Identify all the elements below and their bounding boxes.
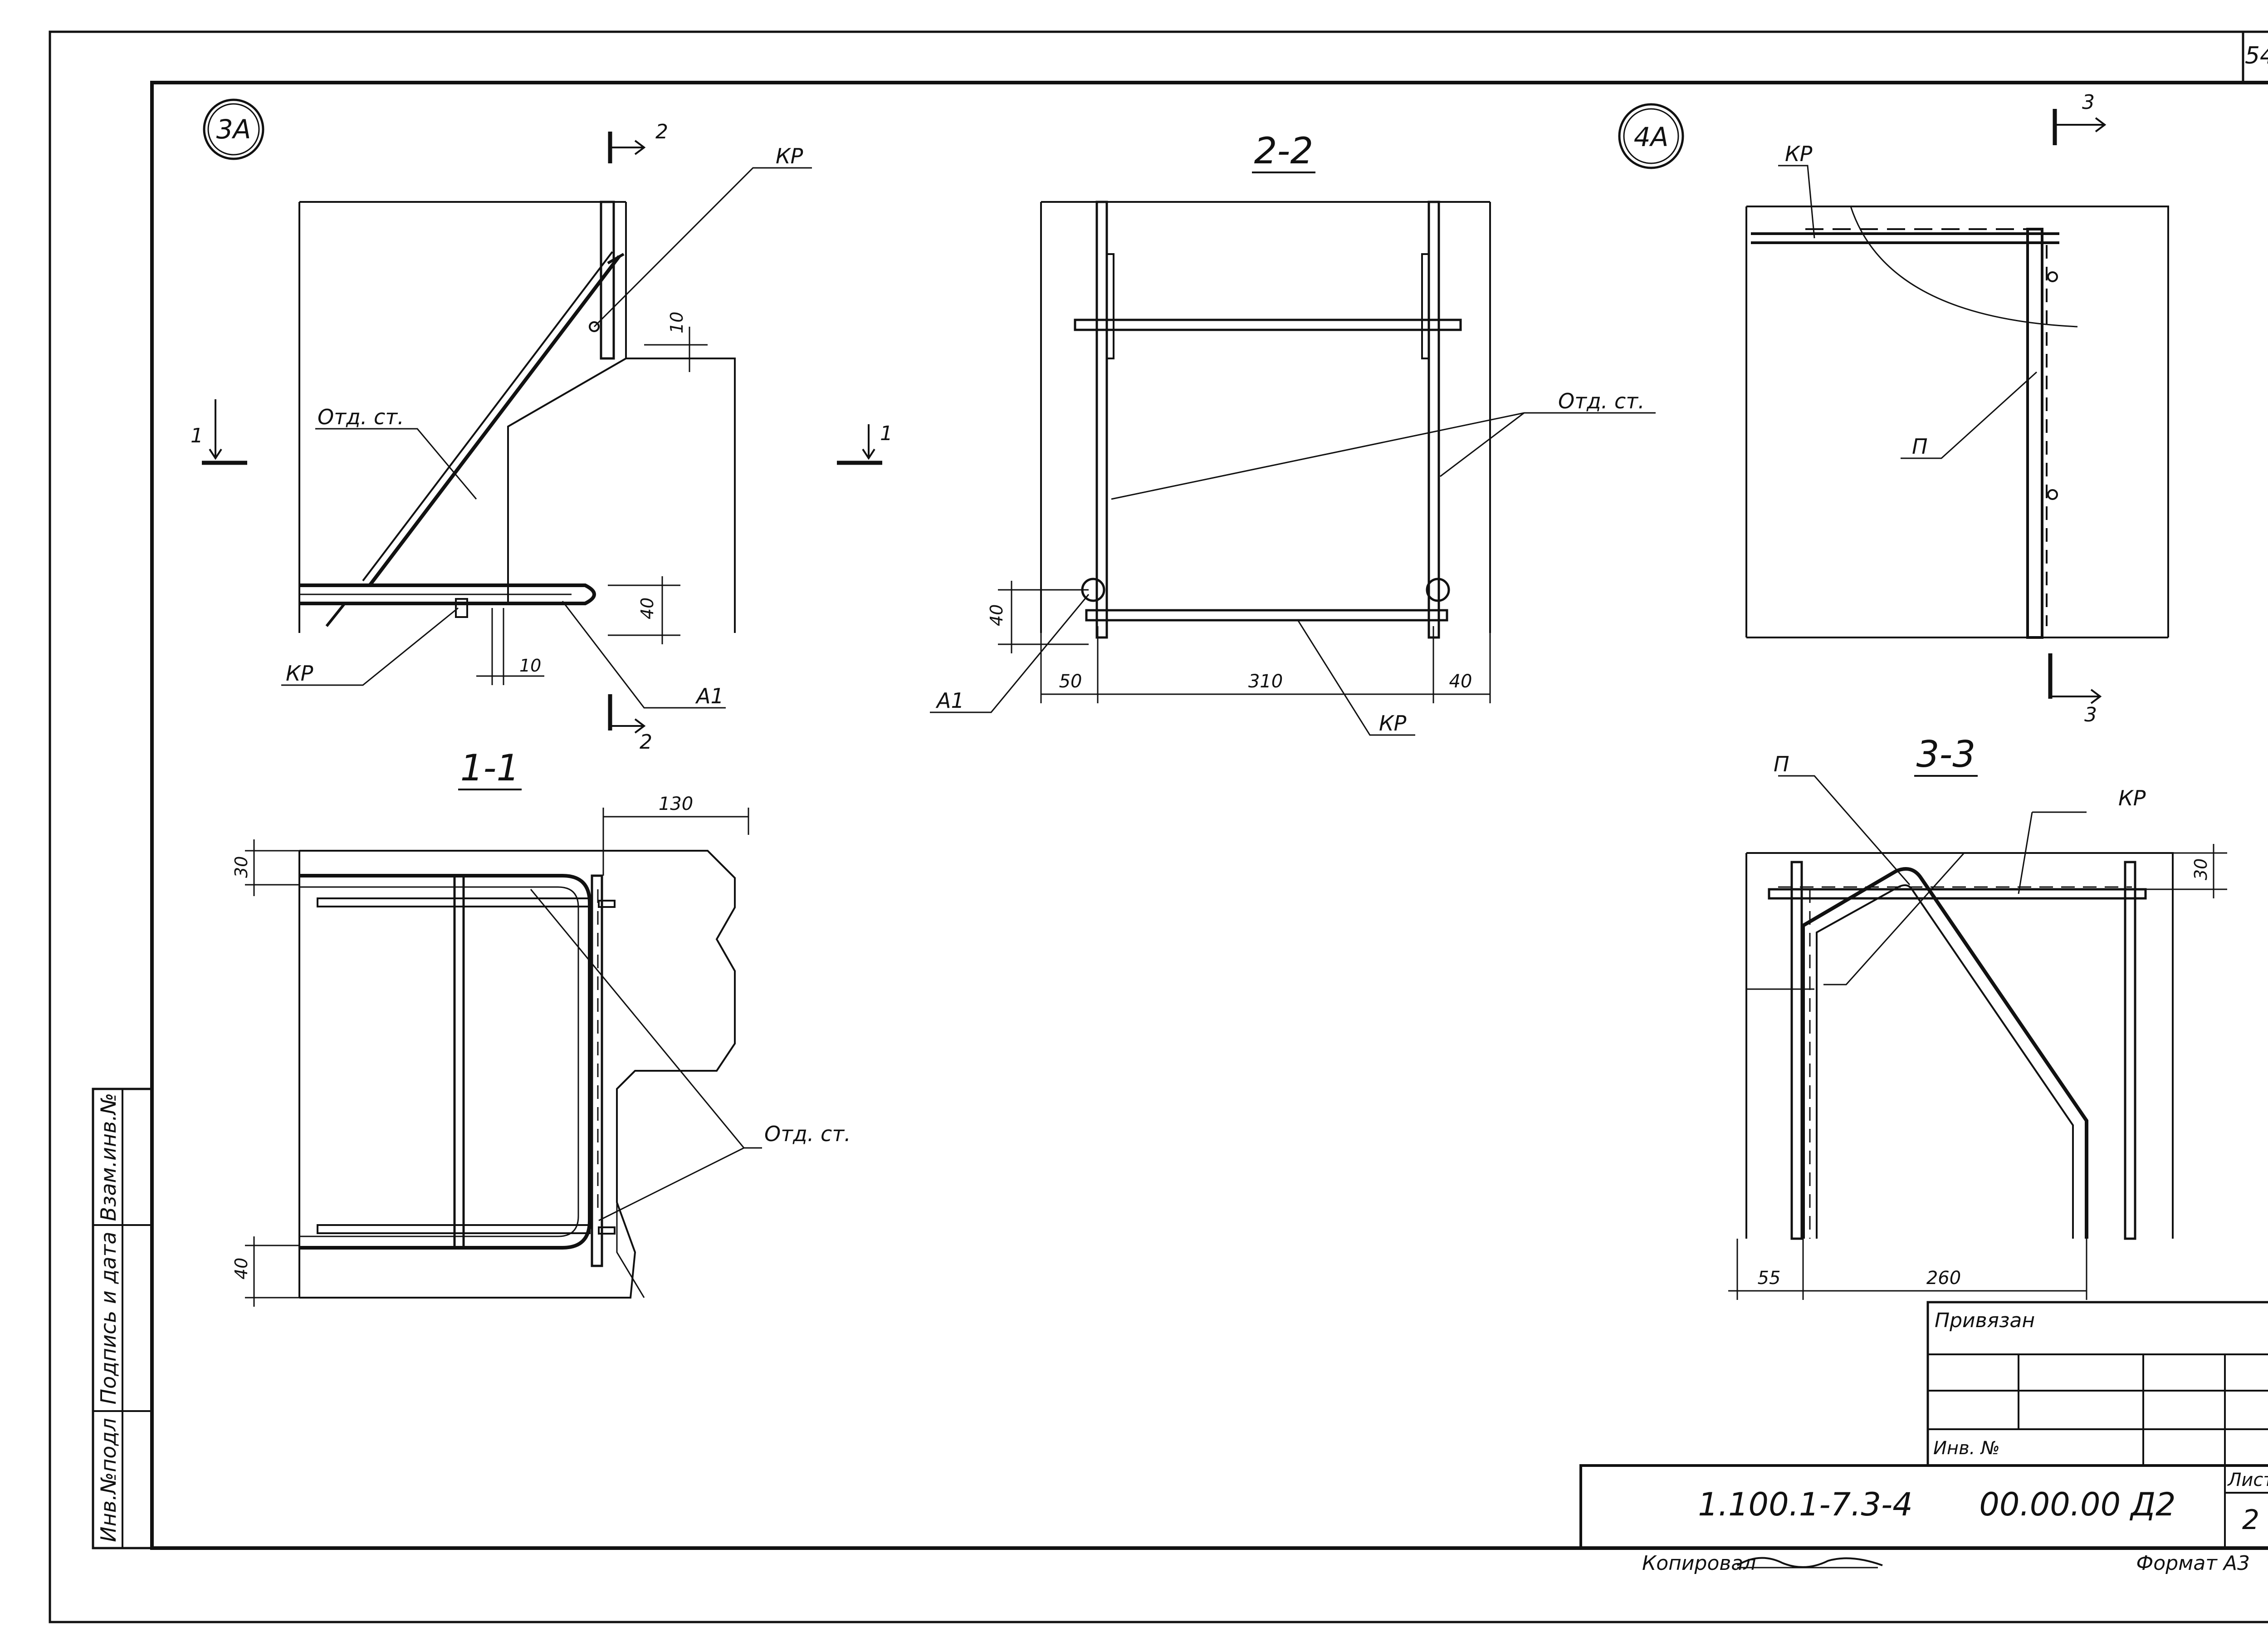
dim-22-40: 40 xyxy=(987,604,1007,626)
label-a1-22: А1 xyxy=(935,688,964,713)
dim-11-30: 30 xyxy=(231,856,251,878)
node-4a-marker xyxy=(1618,103,1684,169)
title-inv-no: Инв. № xyxy=(1933,1438,2000,1459)
inner-frame xyxy=(150,81,2268,1550)
title-drawing-code: 00.00.00 Д2 xyxy=(1979,1486,2175,1523)
dim-3a-10-bottom: 10 xyxy=(519,656,541,676)
label-kp-33: КР xyxy=(2118,786,2146,810)
dim-11-40: 40 xyxy=(231,1258,251,1279)
sheet-number-box xyxy=(2242,30,2268,84)
sheet-number: 54 xyxy=(2245,42,2268,69)
copyist-signature xyxy=(1736,1557,1883,1568)
stamp-vzam-inv: Взам.инв.№ xyxy=(96,1093,121,1221)
title-block: Привязан Инв. № 1.100.1-7.3-4 00.00.00 Д… xyxy=(1579,1301,2268,1575)
title-list-no: 2 xyxy=(2242,1504,2259,1536)
section-3-3-title: 3-3 xyxy=(1916,733,1976,775)
label-a1-3a: А1 xyxy=(695,684,724,708)
dim-3a-10-top: 10 xyxy=(667,312,687,333)
node-3a-label: 3А xyxy=(216,114,251,145)
label-otd-st-3a: Отд. ст. xyxy=(318,405,404,429)
cut-3-bottom: 3 xyxy=(2084,703,2097,726)
label-kp-4a: КР xyxy=(1785,142,1813,166)
cut-3-top: 3 xyxy=(2082,91,2095,114)
dim-22-310: 310 xyxy=(1248,671,1283,692)
side-stamp: Взам.инв.№ Подпись и дата Инв.№подл xyxy=(92,1088,153,1549)
cut-1-middle: 1 xyxy=(880,422,893,445)
dim-11-130: 130 xyxy=(659,794,693,814)
section-1-1-title: 1-1 xyxy=(460,747,520,789)
dim-22-50: 50 xyxy=(1059,671,1082,692)
outer-border xyxy=(49,30,2268,1623)
title-format: Формат А3 xyxy=(2136,1552,2250,1575)
stamp-inv-podl: Инв.№подл xyxy=(96,1418,121,1542)
dim-3a-40: 40 xyxy=(637,598,657,619)
dim-33-55: 55 xyxy=(1758,1268,1781,1289)
label-kp-3a-bottom: КР xyxy=(286,661,313,686)
label-p-4a: П xyxy=(1912,434,1928,459)
stamp-podpis-data: Подпись и дата xyxy=(96,1231,121,1404)
label-otd-st-22: Отд. ст. xyxy=(1558,389,1645,413)
label-kp-22: КР xyxy=(1379,711,1407,735)
label-kp-3a-top: КР xyxy=(776,144,803,168)
cut-1-middle-mark: 1 xyxy=(837,422,893,465)
section-1-1-view: 1-1 Отд. ст. 130 30 40 xyxy=(231,747,851,1307)
cut-2-bottom: 2 xyxy=(640,730,652,754)
dim-33-260: 260 xyxy=(1926,1268,1961,1289)
node-4a-label: 4А xyxy=(1634,122,1669,152)
dim-33-30: 30 xyxy=(2191,858,2211,880)
label-p-33: П xyxy=(1774,752,1789,776)
node-3a-view: 3А 2 2 1 КР Отд. ст. xyxy=(191,98,812,754)
title-privyazan: Привязан xyxy=(1935,1309,2035,1332)
title-list-label: Лист xyxy=(2227,1470,2268,1490)
section-3-3-view: 3-3 П КР 30 55 260 xyxy=(1728,733,2227,1300)
title-doc-code: 1.100.1-7.3-4 xyxy=(1698,1486,1913,1523)
title-kopiroval: Копировал xyxy=(1642,1552,1756,1575)
cut-2-top: 2 xyxy=(655,120,668,143)
dim-22-40-right: 40 xyxy=(1449,671,1472,692)
section-2-2-title: 2-2 xyxy=(1254,130,1314,172)
cut-1-left: 1 xyxy=(191,424,203,447)
node-3a-marker xyxy=(203,98,264,160)
label-otd-st-11: Отд. ст. xyxy=(764,1122,851,1146)
section-2-2-view: 2-2 Отд. ст. КР А1 40 50 310 40 xyxy=(930,130,1656,736)
node-4a-view: 4А 3 3 КР П xyxy=(1618,91,2169,726)
